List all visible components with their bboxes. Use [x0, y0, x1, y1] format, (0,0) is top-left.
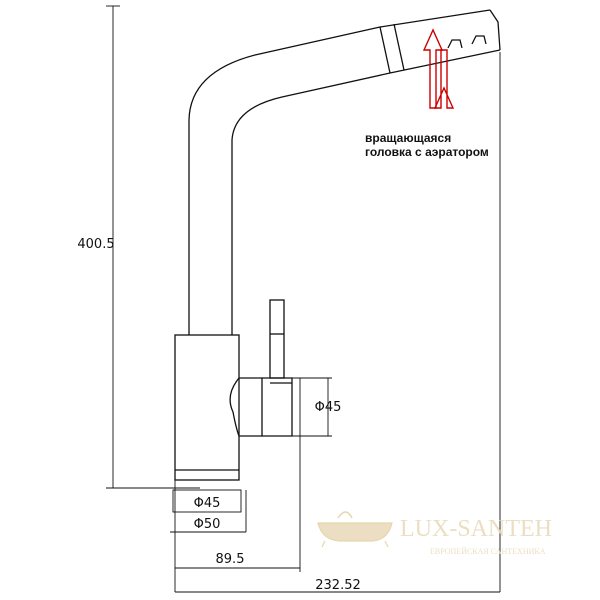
handle-offset-dimension: 89.5: [216, 552, 245, 567]
brand-watermark: LUX-SANTEH ЕВРОПЕЙСКАЯ САНТЕХНИКА: [318, 512, 552, 556]
watermark-tagline: ЕВРОПЕЙСКАЯ САНТЕХНИКА: [430, 547, 546, 556]
annotation-line-2: головка с аэратором: [365, 145, 489, 159]
faucet-body: [175, 335, 239, 480]
spout-reach-dimension: 232.52: [315, 578, 361, 593]
spout-tip: [490, 10, 500, 50]
bathtub-logo-icon: [318, 523, 392, 547]
rotation-arrow-icon: [424, 30, 453, 108]
handle-lever: [270, 300, 284, 378]
handle-diameter: Φ45: [315, 400, 342, 415]
annotation-line-1: вращающаяся: [365, 131, 451, 145]
spout-inner: [232, 50, 500, 335]
height-dimension: 400.5: [77, 237, 114, 252]
spout-outer: [189, 10, 490, 335]
body-diameter: Φ45: [194, 496, 221, 511]
watermark-brand: LUX-SANTEH: [400, 516, 552, 542]
aerator-notch: [448, 40, 462, 48]
handle-dome: [230, 378, 239, 436]
base-diameter: Φ50: [194, 517, 221, 532]
